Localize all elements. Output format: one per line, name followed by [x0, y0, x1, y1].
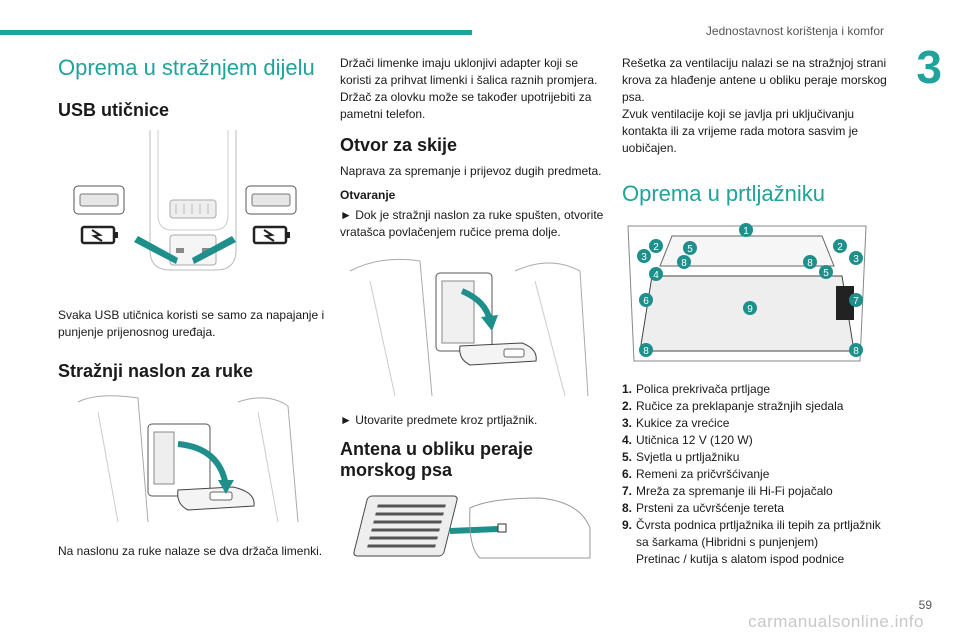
list-item: 7.Mreža za spremanje ili Hi-Fi pojačalo	[622, 484, 833, 499]
svg-text:3: 3	[641, 252, 647, 263]
watermark-text: carmanualsonline.info	[748, 612, 924, 631]
svg-text:8: 8	[853, 346, 859, 357]
armrest-text: Na naslonu za ruke nalaze se dva držača …	[58, 544, 323, 559]
svg-text:5: 5	[687, 244, 693, 255]
opening-step: ► Dok je stražnji naslon za ruke spušten…	[340, 207, 604, 239]
column-left: Oprema u stražnjem dijelu USB utičnice S…	[58, 55, 328, 560]
trunk-net	[836, 286, 854, 321]
list-item: 4.Utičnica 12 V (120 W)	[622, 433, 753, 448]
antenna-illustration	[353, 495, 591, 559]
armrest-illustration	[77, 395, 299, 523]
svg-text:2: 2	[653, 242, 659, 253]
section-title-trunk: Oprema u prtljažniku	[622, 181, 825, 206]
arrow-down-icon	[218, 480, 234, 495]
svg-text:3: 3	[853, 254, 859, 265]
heading-rear-armrest: Stražnji naslon za ruke	[58, 360, 254, 381]
svg-text:8: 8	[807, 258, 813, 269]
usb-text: Svaka USB utičnica koristi se samo za na…	[58, 307, 325, 339]
section-title-rear-equipment: Oprema u stražnjem dijelu	[58, 55, 315, 80]
svg-text:9: 9	[747, 304, 753, 315]
svg-text:8: 8	[681, 258, 687, 269]
list-item: 9.Čvrsta podnica prtljažnika ili tepih z…	[622, 518, 881, 550]
running-header: Jednostavnost korištenja i komfor	[705, 24, 884, 38]
list-item: 5.Svjetla u prtljažniku	[622, 450, 740, 465]
chapter-number: 3	[916, 41, 942, 93]
svg-text:5: 5	[823, 268, 829, 279]
ski-text: Naprava za spremanje i prijevoz dugih pr…	[340, 163, 602, 178]
column-right: Rešetka za ventilaciju nalazi se na stra…	[622, 55, 892, 568]
load-step: ► Utovarite predmete kroz prtljažnik.	[340, 412, 538, 427]
opening-label: Otvaranje	[340, 187, 396, 202]
battery-icon-left	[80, 225, 118, 245]
vent-text-2: Zvuk ventilacije koji se javlja pri uklj…	[622, 107, 859, 155]
pointer-arrow-right	[192, 235, 236, 264]
cup-holder-text: Držači limenke imaju uklonjivi adapter k…	[340, 56, 598, 121]
list-item: 8.Prsteni za učvršćenje tereta	[622, 501, 785, 516]
vent-text: Rešetka za ventilaciju nalazi se na stra…	[622, 56, 887, 104]
list-item: 1.Polica prekrivača prtljage	[622, 382, 771, 397]
page-number: 59	[918, 598, 932, 612]
svg-text:1: 1	[743, 226, 749, 237]
heading-ski-hatch: Otvor za skije	[340, 135, 458, 155]
svg-text:7: 7	[853, 296, 859, 307]
trunk-illustration: 1 2 2 3 3 4 5 5 6 7 8 8 8 8 9	[627, 223, 867, 362]
svg-text:4: 4	[653, 270, 659, 281]
list-item: 3.Kukice za vrećice	[622, 416, 730, 431]
svg-text:8: 8	[643, 346, 649, 357]
usb-sockets-illustration	[73, 129, 297, 271]
trunk-markers: 1 2 2 3 3 4 5 5 6 7 8 8 8 8 9	[637, 223, 863, 358]
heading-usb: USB utičnice	[58, 100, 170, 121]
list-item-extra: Pretinac / kutija s alatom ispod podnice	[636, 552, 845, 567]
header-accent-bar	[0, 30, 472, 35]
svg-text:6: 6	[643, 296, 649, 307]
list-item: 6.Remeni za pričvršćivanje	[622, 467, 770, 482]
svg-text:2: 2	[837, 242, 843, 253]
battery-icon-right	[252, 225, 290, 245]
trunk-equipment-list: 1.Polica prekrivača prtljage 2.Ručice za…	[622, 381, 892, 568]
ski-hatch-illustration	[349, 258, 589, 396]
heading-shark-fin-antenna: Antena u obliku peraje morskog psa	[340, 438, 534, 481]
pointer-arrow	[450, 525, 498, 534]
column-middle: Držači limenke imaju uklonjivi adapter k…	[340, 55, 605, 573]
arrow-down-icon	[481, 314, 498, 331]
pointer-arrow-left	[134, 235, 178, 264]
list-item: 2.Ručice za preklapanje stražnjih sjedal…	[622, 399, 844, 414]
